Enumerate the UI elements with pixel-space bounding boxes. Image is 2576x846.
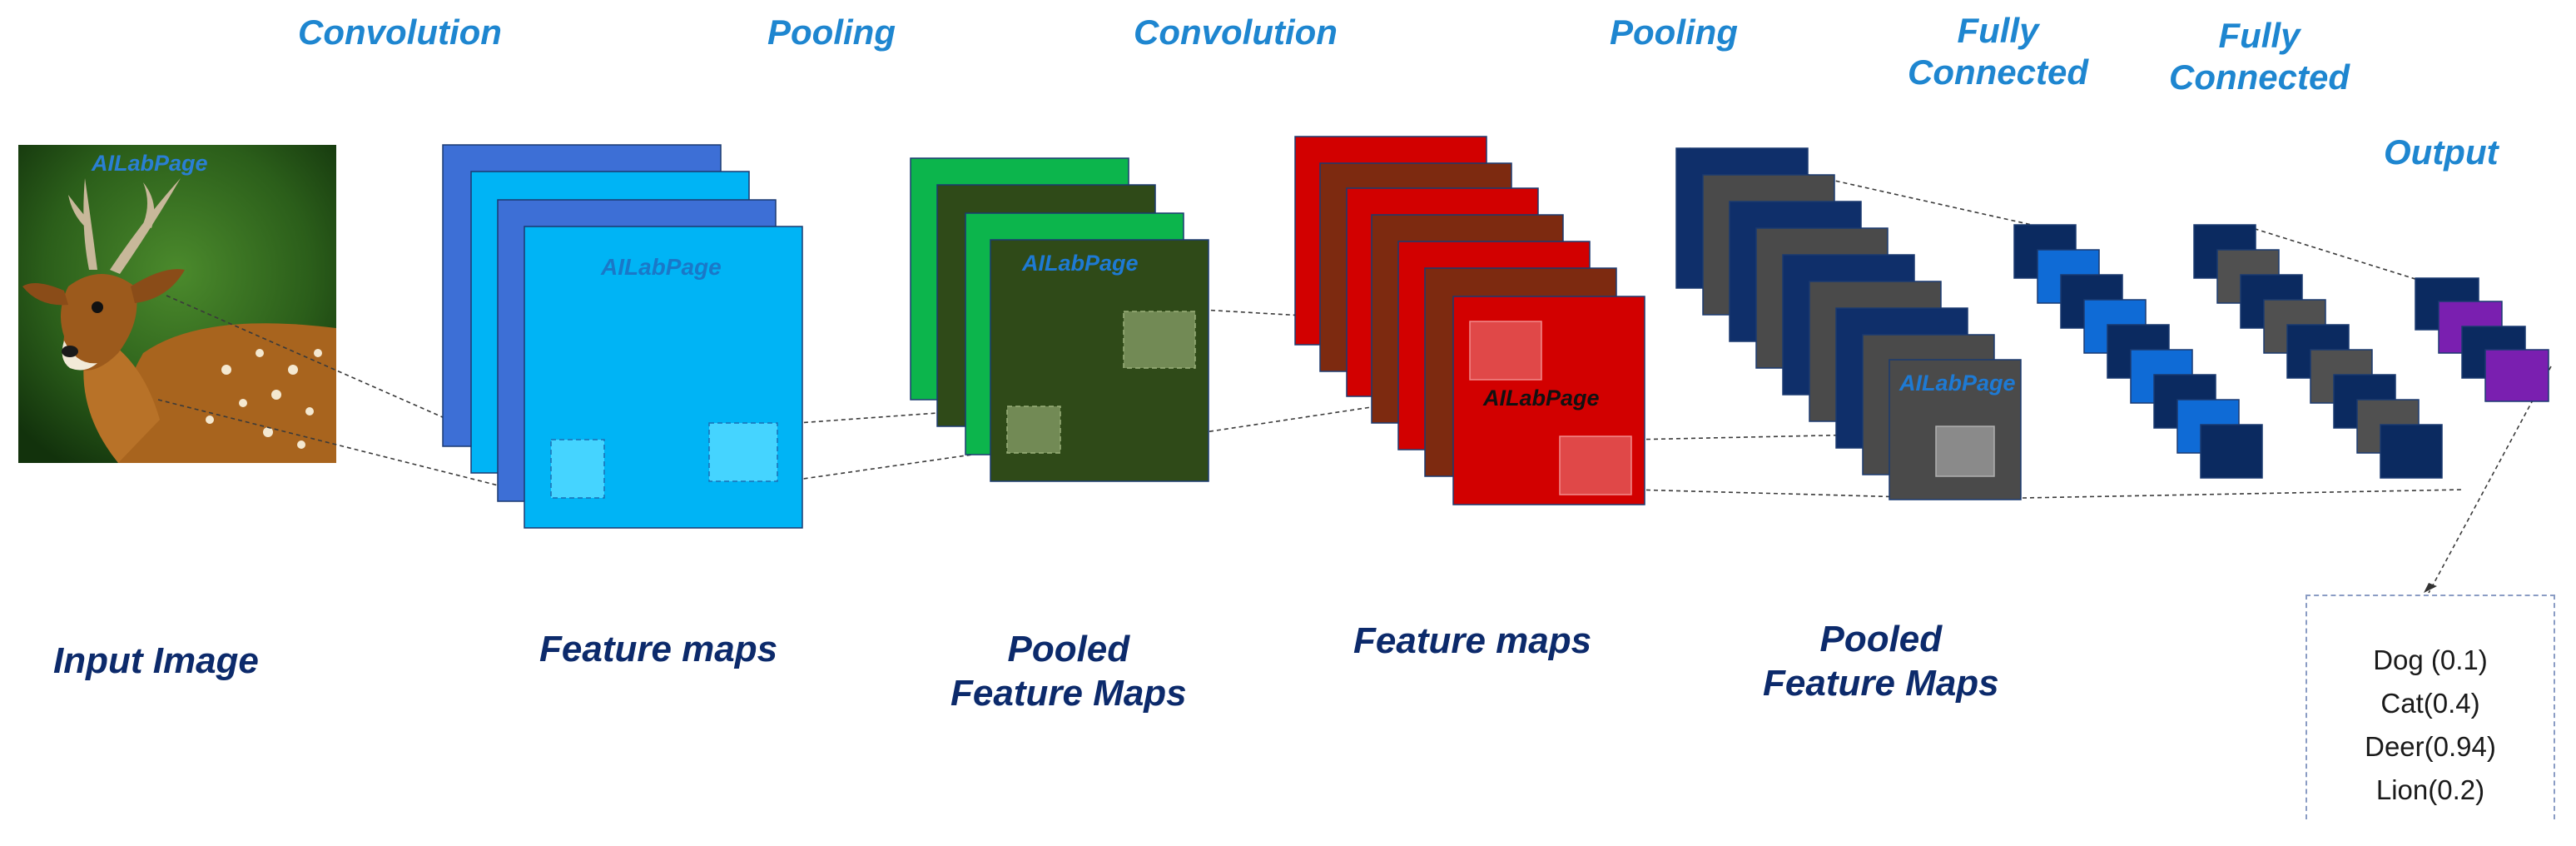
stage-label-fully-connected-1: Fully Connected: [1908, 10, 2088, 94]
label-pooled-feature-maps-1: Pooled Feature Maps: [950, 628, 1187, 716]
conv2-kernel-window: [1559, 435, 1632, 495]
watermark-pool2: AILabPage: [1899, 371, 2016, 396]
pool1-pool-window: [1123, 311, 1196, 369]
stage-label-convolution-1: Convolution: [298, 12, 502, 52]
watermark-pool1: AILabPage: [1022, 251, 1139, 276]
output-class-cat: Cat(0.4): [2380, 688, 2480, 719]
fully-connected-2-line1: Fully: [2218, 16, 2301, 55]
watermark-input: AILabPage: [92, 151, 208, 176]
pooled-feature-maps-2-line1: Pooled: [1819, 619, 1943, 659]
conv1-kernel-window: [708, 422, 778, 482]
connector-line: [1630, 489, 1940, 499]
output-class-lion: Lion(0.2): [2375, 774, 2485, 805]
fully-connected-2-line2: Connected: [2169, 57, 2350, 97]
stage-label-pooling-1: Pooling: [767, 12, 896, 52]
arrow-head: [2424, 583, 2437, 593]
label-feature-maps-1: Feature maps: [539, 629, 778, 669]
fc2-neuron-block: [2380, 424, 2443, 479]
watermark-conv2: AILabPage: [1483, 386, 1600, 411]
pool2-pool-window: [1935, 425, 1995, 477]
watermark-conv1: AILabPage: [601, 254, 722, 280]
stage-label-output: Output: [2384, 132, 2499, 172]
fc1-neuron-block: [2200, 424, 2263, 479]
connector-line: [157, 399, 555, 500]
fully-connected-1-line1: Fully: [1957, 11, 2039, 50]
label-feature-maps-2: Feature maps: [1353, 620, 1592, 661]
stage-label-convolution-2: Convolution: [1134, 12, 1338, 52]
conv2-kernel-window: [1469, 321, 1542, 381]
label-input-image: Input Image: [53, 640, 259, 681]
connector-line: [773, 407, 1008, 425]
stage-label-fully-connected-2: Fully Connected: [2169, 15, 2350, 99]
input-image-deer: [18, 145, 336, 463]
pooled-feature-maps-1-line1: Pooled: [1007, 629, 1130, 669]
fully-connected-1-line2: Connected: [1908, 52, 2089, 92]
output-class-box: Dog (0.1) Cat(0.4) Deer(0.94) Lion(0.2): [2305, 595, 2555, 819]
stage-label-pooling-2: Pooling: [1610, 12, 1738, 52]
output-class-dog: Dog (0.1): [2373, 644, 2488, 675]
pooled-feature-maps-1-line2: Feature Maps: [950, 672, 1187, 714]
output-neuron-block: [2484, 349, 2549, 402]
conv1-kernel-window: [550, 439, 605, 499]
connector-line: [2428, 366, 2552, 594]
output-class-deer: Deer(0.94): [2365, 731, 2496, 762]
label-pooled-feature-maps-2: Pooled Feature Maps: [1763, 618, 1999, 706]
pool1-pool-window: [1006, 406, 1061, 454]
connector-line: [2022, 489, 2464, 499]
pooled-feature-maps-2-line2: Feature Maps: [1763, 662, 1999, 704]
